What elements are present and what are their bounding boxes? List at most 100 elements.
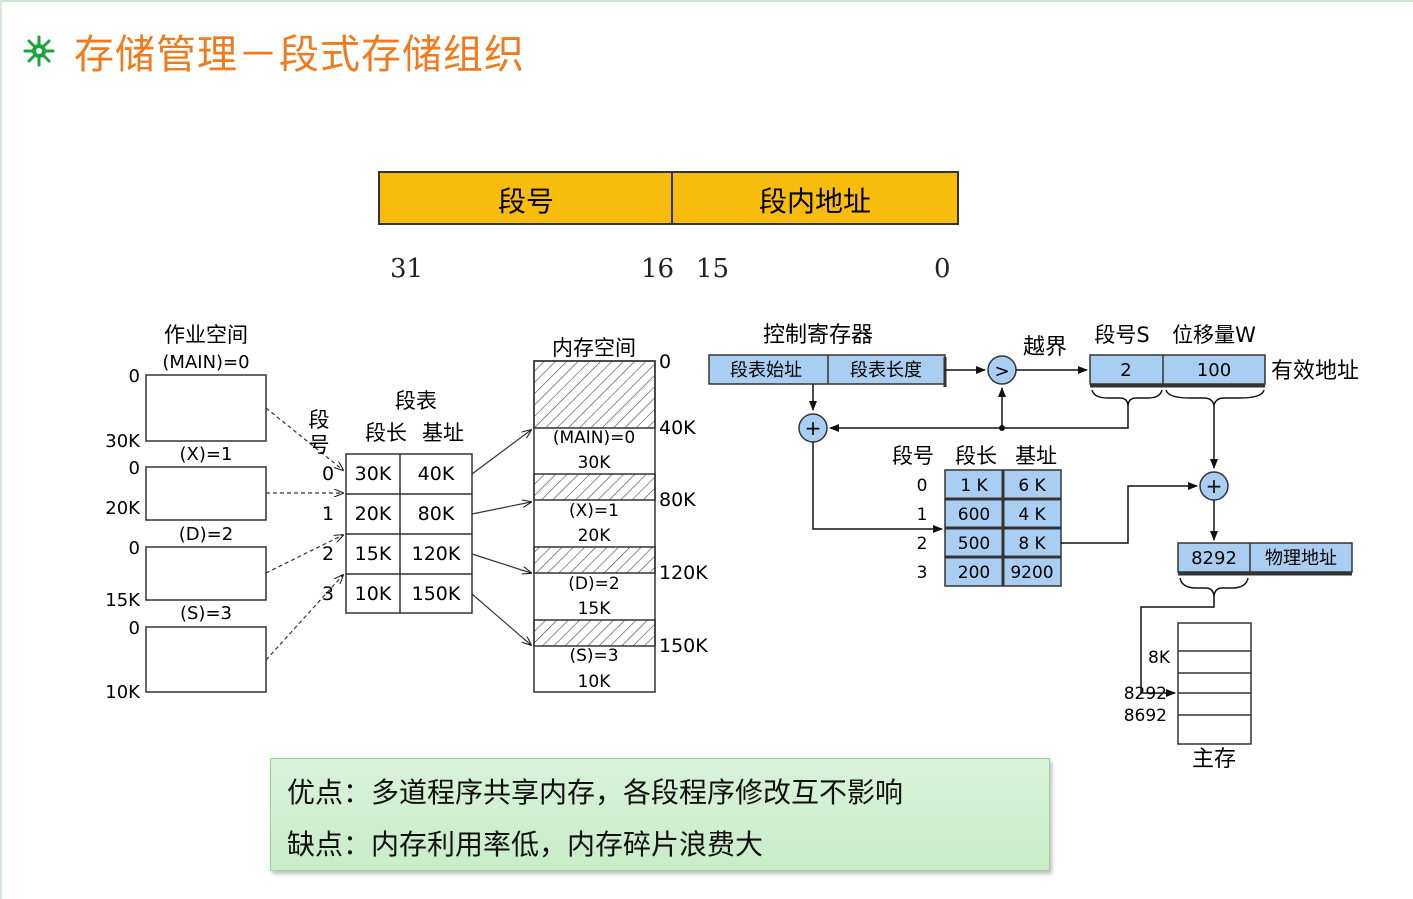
- address-translation: 控制寄存器 段表始址 段表长度 > 越界 段号S 位移量W 2 100 有效地址…: [708, 323, 1359, 772]
- seg-row-base-3: 150K: [412, 583, 461, 605]
- seg-table-header-base: 基址: [422, 421, 464, 445]
- register-table-length: 段表长度: [850, 360, 922, 381]
- main-mem-mark-8692: 8692: [1124, 706, 1167, 726]
- title-bar: 存储管理－段式存储组织: [22, 22, 525, 80]
- rt-no-2: 2: [917, 534, 928, 554]
- main-memory: [1177, 622, 1252, 745]
- address-format: 段号 段内地址 31 16 15 0: [378, 171, 959, 284]
- seg-row-base-2: 120K: [412, 543, 461, 565]
- job-seg-start-1: 0: [129, 458, 140, 479]
- memory-title: 内存空间: [552, 336, 636, 360]
- job-segment-main: [145, 374, 267, 442]
- bit-31: 31: [390, 254, 423, 284]
- bit-16: 16: [641, 254, 674, 284]
- rt-base-3: 9200: [1010, 563, 1053, 583]
- memory-space: 内存空间 (MAIN)=0 30K (X)=1 20K (D)=2 15K (S…: [533, 336, 708, 693]
- job-to-table-links: [265, 407, 343, 661]
- control-register-title: 控制寄存器: [763, 323, 873, 348]
- snowflake-bullet-icon: [23, 35, 55, 67]
- job-seg-end-2: 15K: [105, 590, 141, 611]
- main-memory-label: 主存: [1192, 747, 1236, 772]
- job-segment-s: [145, 626, 267, 693]
- bit-0: 0: [934, 254, 951, 284]
- left-border: [0, 0, 2, 899]
- job-segment-x: [145, 466, 267, 521]
- rt-len-3: 200: [958, 563, 990, 583]
- logical-address: [1089, 354, 1266, 385]
- seg-no-label-1: 段: [309, 408, 330, 432]
- mem-block-size-0: 30K: [578, 453, 612, 473]
- seg-row-no-2: 2: [322, 543, 334, 565]
- physical-label: 物理地址: [1265, 548, 1337, 569]
- job-seg-label-0: (MAIN)=0: [162, 352, 249, 373]
- mem-block-size-2: 15K: [578, 599, 612, 619]
- mem-block-label-0: (MAIN)=0: [553, 428, 635, 448]
- seg-table-title: 段表: [395, 389, 437, 413]
- seg-no-label-2: 号: [309, 433, 330, 457]
- rt-header-base: 基址: [1015, 444, 1057, 468]
- seg-row-no-0: 0: [322, 463, 334, 485]
- seg-row-no-1: 1: [322, 503, 334, 525]
- segment-offset-field: 段内地址: [759, 185, 871, 218]
- segment-number-field: 段号: [498, 185, 554, 218]
- job-seg-label-2: (D)=2: [179, 524, 233, 545]
- top-border: [0, 0, 1413, 2]
- physical-address: [1177, 542, 1353, 573]
- job-seg-end-1: 20K: [105, 498, 141, 519]
- page-title: 存储管理－段式存储组织: [74, 32, 525, 78]
- physical-value: 8292: [1191, 548, 1237, 569]
- job-seg-label-1: (X)=1: [180, 444, 233, 465]
- job-seg-end-0: 30K: [105, 431, 141, 452]
- rt-len-2: 500: [958, 534, 990, 554]
- job-seg-start-3: 0: [129, 618, 140, 639]
- rt-base-2: 8 K: [1018, 534, 1046, 554]
- pros-text: 优点：多道程序共享内存，各段程序修改互不影响: [287, 776, 904, 809]
- rt-no-3: 3: [917, 563, 928, 583]
- job-seg-start-2: 0: [129, 538, 140, 559]
- mem-mark-0: 0: [659, 351, 671, 373]
- seg-row-len-1: 20K: [355, 503, 392, 525]
- rt-no-1: 1: [917, 505, 928, 525]
- seg-no-s-label: 段号S: [1094, 323, 1149, 347]
- seg-row-no-3: 3: [322, 583, 334, 605]
- logical-offset-value: 100: [1197, 360, 1231, 381]
- main-mem-mark-8292: 8292: [1124, 684, 1167, 704]
- compare-symbol: >: [994, 361, 1009, 382]
- rt-len-0: 1 K: [960, 476, 988, 496]
- mem-block-size-1: 20K: [578, 526, 612, 546]
- mem-block-label-3: (S)=3: [569, 646, 618, 666]
- seg-row-base-0: 40K: [418, 463, 455, 485]
- mem-mark-80k: 80K: [659, 489, 696, 511]
- mem-block-size-3: 10K: [578, 672, 612, 692]
- job-space: 作业空间 (MAIN)=0 0 30K (X)=1 0 20K (D)=2 0 …: [105, 323, 267, 703]
- seg-row-len-0: 30K: [355, 463, 392, 485]
- segment-table-left: 段表 段长 基址 段 号 0 30K 40K 1 20K 80K 2 15K 1…: [309, 389, 473, 614]
- bit-15: 15: [696, 254, 729, 284]
- seg-table-header-len: 段长: [365, 421, 407, 445]
- rt-header-len: 段长: [955, 444, 997, 468]
- seg-row-len-3: 10K: [355, 583, 392, 605]
- table-to-memory-links: [471, 430, 531, 645]
- mem-mark-120k: 120K: [659, 562, 708, 584]
- seg-row-len-2: 15K: [355, 543, 392, 565]
- logical-seg-value: 2: [1120, 360, 1131, 381]
- rt-base-0: 6 K: [1018, 476, 1046, 496]
- adder-2-symbol: +: [1206, 474, 1223, 498]
- mem-mark-150k: 150K: [659, 635, 708, 657]
- job-segment-d: [145, 546, 267, 601]
- valid-address-label: 有效地址: [1271, 359, 1359, 384]
- cons-text: 缺点：内存利用率低，内存碎片浪费大: [287, 828, 764, 861]
- rt-header-no: 段号: [892, 444, 934, 468]
- pros-cons-box: 优点：多道程序共享内存，各段程序修改互不影响 缺点：内存利用率低，内存碎片浪费大: [270, 758, 1050, 871]
- mem-mark-40k: 40K: [659, 417, 696, 439]
- job-seg-label-3: (S)=3: [180, 603, 232, 624]
- job-space-title: 作业空间: [164, 323, 248, 347]
- register-table-start: 段表始址: [730, 360, 802, 381]
- rt-len-1: 600: [958, 505, 990, 525]
- mem-block-label-2: (D)=2: [568, 574, 619, 594]
- mem-block-label-1: (X)=1: [569, 501, 619, 521]
- rt-no-0: 0: [917, 476, 928, 496]
- seg-row-base-1: 80K: [418, 503, 455, 525]
- overflow-label: 越界: [1023, 335, 1067, 360]
